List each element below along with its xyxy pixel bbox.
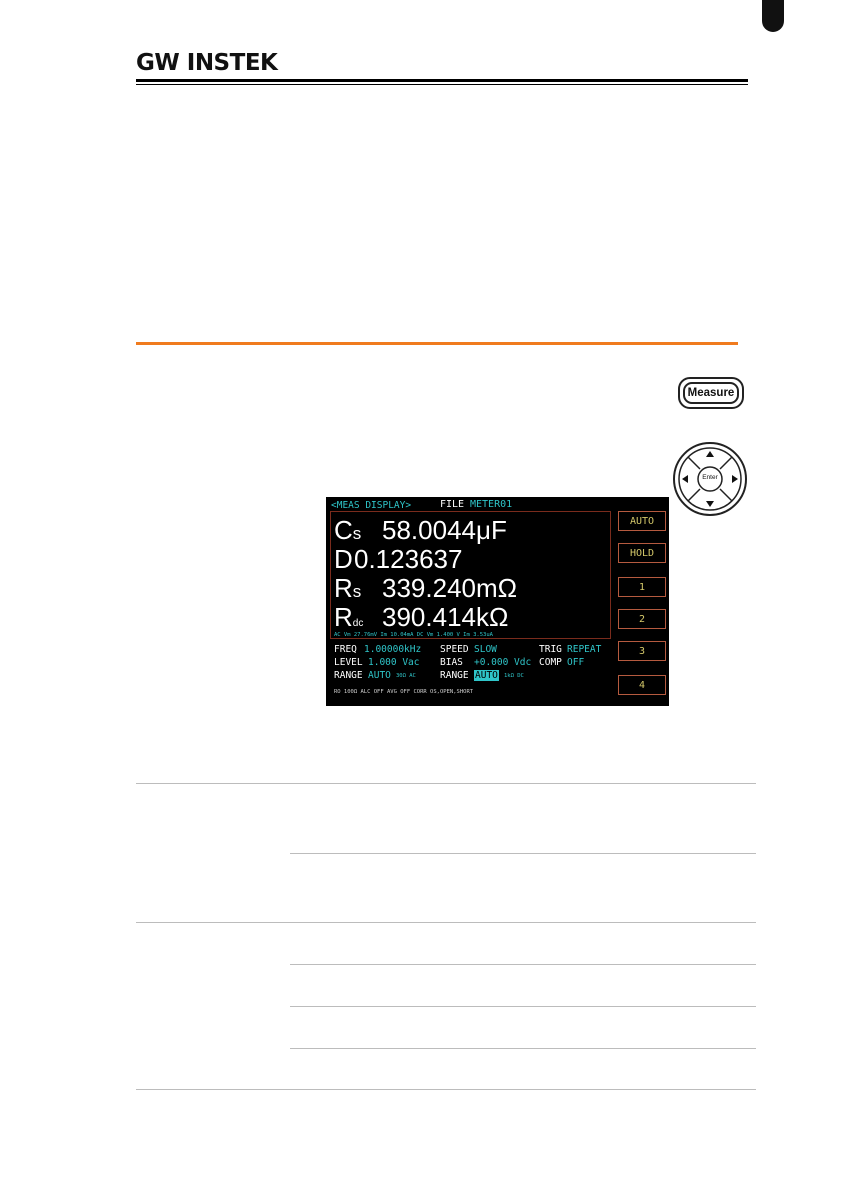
range-ac-label: RANGE <box>334 670 363 681</box>
trig-label: TRIG <box>539 644 562 655</box>
arrow-keypad[interactable]: Enter <box>672 441 748 517</box>
table-rule <box>290 964 756 965</box>
comp-label: COMP <box>539 657 562 668</box>
down-arrow-icon <box>706 501 714 507</box>
comp-value: OFF <box>567 657 585 668</box>
reading-value-1: 58.0044μF <box>382 515 507 545</box>
file-name: METER01 <box>470 499 513 510</box>
brand-logo: GW INSTEK <box>136 50 278 76</box>
measure-key-label: Measure <box>683 382 739 404</box>
table-rule <box>136 922 756 923</box>
table-rule <box>290 1048 756 1049</box>
range-dc-label: RANGE <box>440 670 469 681</box>
freq-value: 1.00000kHz <box>364 644 422 655</box>
softkey-3[interactable]: 3 <box>618 641 666 661</box>
reading-row-3: Rs <box>334 575 361 605</box>
softkey-1[interactable]: 1 <box>618 577 666 597</box>
enter-key-label[interactable]: Enter <box>702 474 718 481</box>
trig-value: REPEAT <box>567 644 602 655</box>
range-ac-value: AUTO <box>368 670 391 681</box>
range-dc-value: AUTO <box>474 670 499 681</box>
freq-label: FREQ <box>334 644 357 655</box>
up-arrow-icon <box>706 451 714 457</box>
reading-param-sub: s <box>352 524 362 543</box>
softkey-auto[interactable]: AUTO <box>618 511 666 531</box>
lcd-screen: <MEAS DISPLAY> FILE METER01 Cs 58.0044μF… <box>326 497 669 706</box>
screen-title: <MEAS DISPLAY> <box>331 500 412 511</box>
left-arrow-icon <box>682 475 688 483</box>
header-rule-thin <box>136 84 748 85</box>
reading-param-sub: dc <box>352 618 364 629</box>
level-value: 1.000 Vac <box>368 657 420 668</box>
softkey-4[interactable]: 4 <box>618 675 666 695</box>
bias-label: BIAS <box>440 657 463 668</box>
speed-value: SLOW <box>474 644 497 655</box>
file-label: FILE <box>440 499 465 510</box>
softkey-hold[interactable]: HOLD <box>618 543 666 563</box>
reading-row-4: Rdc <box>334 604 363 637</box>
monitor-line: AC Vm 27.76mV Im 10.04mA DC Vm 1.400 V I… <box>334 632 493 638</box>
measure-key[interactable]: Measure <box>678 377 744 409</box>
reading-value-3: 339.240mΩ <box>382 573 518 603</box>
measurement-panel <box>330 511 611 639</box>
reading-value-2: 0.123637 <box>354 544 463 574</box>
section-divider <box>136 342 738 345</box>
range-ac-note: 30Ω AC <box>396 673 416 679</box>
range-dc-note: 1kΩ DC <box>504 673 524 679</box>
reading-value-4: 390.414kΩ <box>382 602 509 632</box>
table-rule <box>290 853 756 854</box>
softkey-2[interactable]: 2 <box>618 609 666 629</box>
reading-param: C <box>334 515 353 545</box>
speed-label: SPEED <box>440 644 469 655</box>
page-tab-marker <box>762 0 784 32</box>
table-rule <box>290 1006 756 1007</box>
reading-param: R <box>334 602 353 632</box>
table-rule <box>136 783 756 784</box>
level-label: LEVEL <box>334 657 363 668</box>
arrow-keypad-graphic <box>673 442 747 516</box>
reading-row-1: Cs <box>334 517 361 547</box>
header-rule <box>136 79 748 82</box>
right-arrow-icon <box>732 475 738 483</box>
table-rule <box>136 1089 756 1090</box>
reading-param: R <box>334 573 353 603</box>
reading-param: D <box>334 544 353 574</box>
status-line: RO 100Ω ALC OFF AVG OFF CORR OS,OPEN,SHO… <box>334 689 474 695</box>
reading-row-2: D <box>334 546 353 572</box>
reading-param-sub: s <box>352 582 362 601</box>
bias-value: +0.000 Vdc <box>474 657 532 668</box>
